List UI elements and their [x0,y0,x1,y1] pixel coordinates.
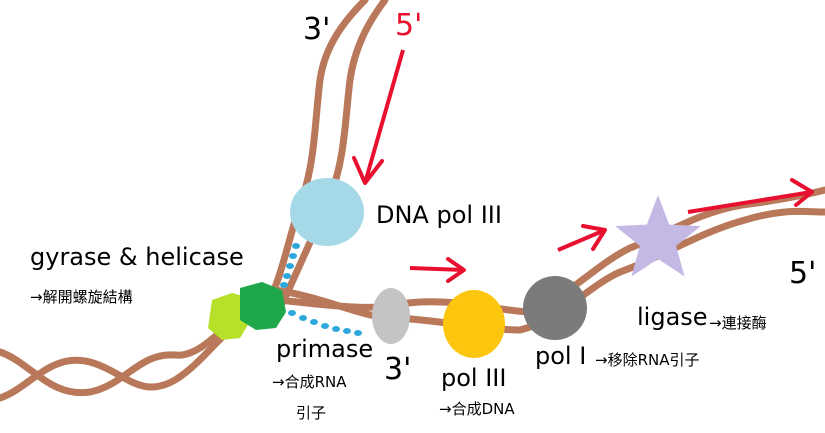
label-ligase: ligase [637,303,708,331]
label-pol-i: pol I [535,342,587,370]
label-top-5prime: 5' [395,8,423,43]
label-mid-3prime: 3' [384,352,412,387]
top-strand-left [266,0,369,304]
primase-shape [372,288,410,344]
rna-primer-dot [289,253,297,259]
label-pol-i-desc: →移除RNA引子 [595,351,700,369]
rna-primer-dot [332,326,340,332]
enzymes [208,178,701,358]
arrows [352,49,814,283]
rna-primer-dot [288,310,296,316]
arrow-pol-iii [409,257,466,283]
label-gyrase-helicase: gyrase & helicase [30,243,244,271]
rna-primer-dot [286,263,294,269]
arrow-ligase [687,178,814,214]
pol-iii-shape [443,290,505,358]
top-strand-right [279,0,389,306]
rna-primer-dot [343,328,351,334]
rna-primer-dot [310,319,318,325]
arrow-top-5prime [352,49,405,185]
label-gyrase-helicase-desc: →解開螺旋結構 [30,288,133,306]
rna-primer-dot [354,330,362,336]
rna-primer-dot [280,282,288,288]
label-pol-iii-desc: →合成DNA [439,400,515,418]
rna-primer-dots [280,243,362,336]
dna-strands [0,0,825,402]
label-ligase-desc: →連接酶 [709,314,767,332]
label-primase-desc-1: →合成RNA [272,373,347,391]
helicase-shape [240,282,286,330]
rna-primer-dot [292,243,300,249]
pol-i-shape [523,276,587,340]
label-right-5prime: 5' [789,256,817,291]
arrow-pol-i [557,224,607,252]
ligase-star-shape [615,195,701,277]
label-primase: primase [276,335,374,363]
rna-primer-dot [299,315,307,321]
helix-strand-b [0,296,279,397]
label-dna-pol-iii: DNA pol III [376,201,502,229]
label-primase-desc-2: 引子 [296,404,327,422]
helix-strand-a [0,301,274,402]
rna-primer-dot [283,273,291,279]
dna-pol-iii-top-shape [290,178,364,246]
label-pol-iii: pol III [441,364,507,392]
label-top-3prime: 3' [303,12,331,47]
rna-primer-dot [321,323,329,329]
